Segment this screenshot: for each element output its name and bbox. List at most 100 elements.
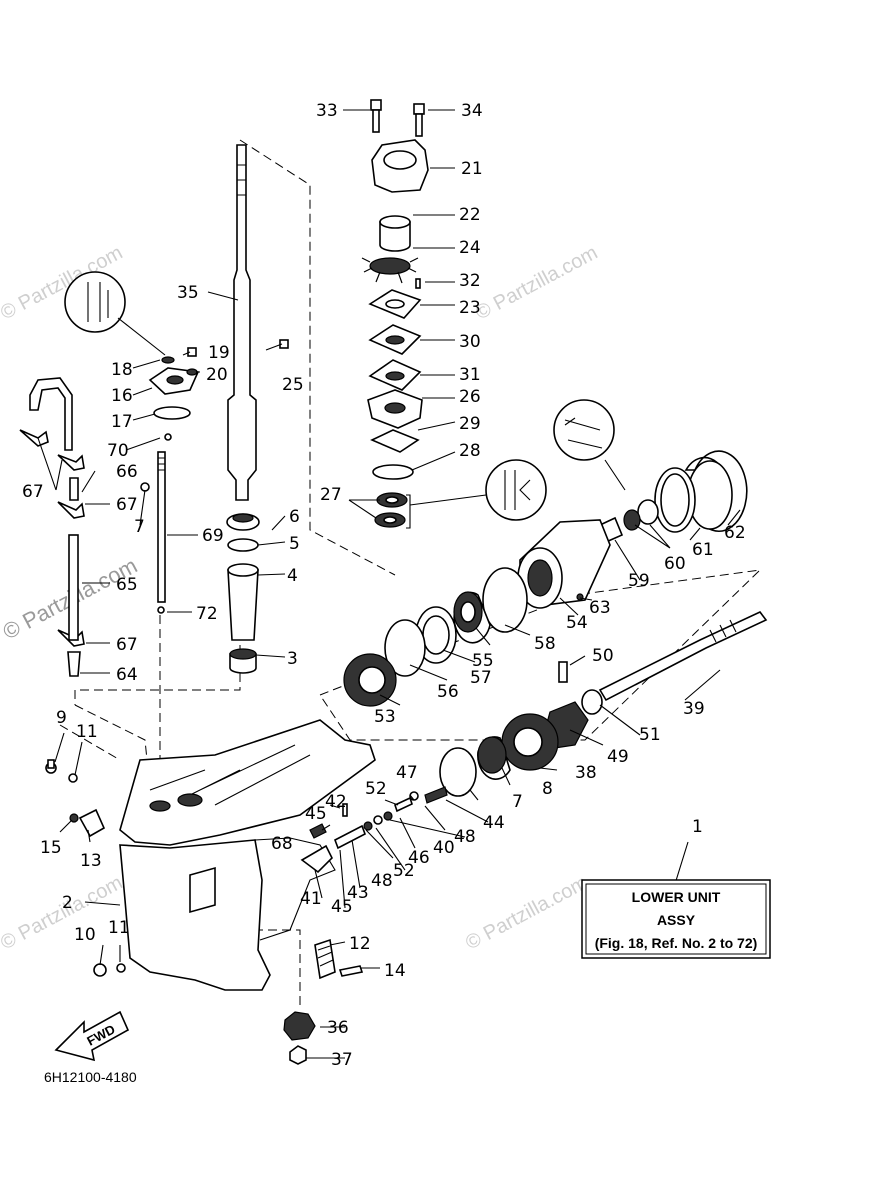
- o-ring-58: [482, 567, 528, 633]
- callout-9: 9: [56, 708, 67, 728]
- callout-53: 53: [374, 707, 396, 727]
- callout-28: 28: [459, 441, 481, 461]
- cross-pin-50: [558, 661, 568, 683]
- circlip-72: [157, 606, 165, 614]
- callout-12: 12: [349, 934, 371, 954]
- callout-10: 10: [74, 925, 96, 945]
- callout-11b: 11: [108, 918, 130, 938]
- screw-14: [338, 965, 364, 977]
- shift-cam-41: [300, 844, 333, 874]
- callout-54: 54: [566, 613, 588, 633]
- impeller-24: [361, 257, 419, 284]
- washer-48a: [383, 811, 393, 821]
- info-box-subtitle: ASSY: [657, 912, 696, 928]
- shift-rod-69: [157, 451, 166, 603]
- gearcase-body: [119, 839, 271, 991]
- watermark-text: © Partzilla.com: [0, 872, 126, 955]
- callout-55: 55: [472, 651, 494, 671]
- clamp-67c: [57, 501, 85, 519]
- callout-52a: 52: [365, 779, 387, 799]
- callout-7: 7: [134, 517, 145, 537]
- forward-arrow: FWD: [54, 1010, 130, 1062]
- callout-68: 68: [271, 834, 293, 854]
- nipple-66: [69, 477, 79, 501]
- shim-5: [227, 538, 259, 552]
- callout-16: 16: [111, 386, 133, 406]
- callout-31: 31: [459, 365, 481, 385]
- o-ring-28: [372, 464, 414, 480]
- lower-unit-assy-box: LOWER UNIT ASSY (Fig. 18, Ref. No. 2 to …: [581, 879, 771, 959]
- callout-56: 56: [437, 682, 459, 702]
- callout-45b: 45: [331, 897, 353, 917]
- callout-34: 34: [461, 101, 483, 121]
- callout-42: 42: [325, 792, 347, 812]
- spring-44: [424, 786, 448, 804]
- callout-40: 40: [433, 838, 455, 858]
- callout-19: 19: [208, 343, 230, 363]
- callout-5: 5: [289, 534, 300, 554]
- callout-6: 6: [289, 507, 300, 527]
- pinion-gear-36: [283, 1011, 316, 1041]
- bolt-19: [187, 347, 197, 357]
- water-inlet-screen-opening: [189, 866, 216, 914]
- callout-48a: 48: [454, 827, 476, 847]
- cooling-hose: [29, 377, 73, 451]
- insert-cartridge-22: [379, 221, 411, 252]
- callout-45a: 45: [305, 804, 327, 824]
- washer-48b: [363, 821, 373, 831]
- callout-67b: 67: [116, 495, 138, 515]
- callout-2: 2: [62, 893, 73, 913]
- callout-43: 43: [347, 883, 369, 903]
- callout-67c: 67: [116, 635, 138, 655]
- callout-69: 69: [202, 526, 224, 546]
- callout-41: 41: [300, 889, 322, 909]
- callout-58: 58: [534, 634, 556, 654]
- callout-67a: 67: [22, 482, 44, 502]
- callout-36: 36: [327, 1018, 349, 1038]
- bolt-34: [413, 103, 425, 115]
- callout-48b: 48: [371, 871, 393, 891]
- gearcase-2: [45, 719, 376, 1065]
- water-pipe-65: [68, 534, 79, 641]
- watermark-text: © Partzilla.com: [462, 872, 591, 955]
- callout-33: 33: [316, 101, 338, 121]
- pin-42: [342, 803, 348, 817]
- shift-rod-43: [334, 824, 366, 850]
- callout-3: 3: [287, 649, 298, 669]
- callout-47: 47: [396, 763, 418, 783]
- callout-64: 64: [116, 665, 138, 685]
- clamp-67a: [19, 429, 49, 447]
- callout-37: 37: [331, 1050, 353, 1070]
- callout-18: 18: [111, 360, 133, 380]
- leader-lines: [37, 109, 741, 1059]
- callout-72: 72: [196, 604, 218, 624]
- diagram-code: 6H12100-4180: [44, 1069, 137, 1085]
- callout-29: 29: [459, 414, 481, 434]
- callout-30: 30: [459, 332, 481, 352]
- grommet-64: [67, 651, 81, 677]
- callout-65: 65: [116, 575, 138, 595]
- key-32: [415, 278, 421, 289]
- drive-shaft-35: [227, 144, 257, 501]
- callout-14: 14: [384, 961, 406, 981]
- clip-18: [161, 356, 175, 364]
- callout-39: 39: [683, 699, 705, 719]
- callout-35: 35: [177, 283, 199, 303]
- callout-38: 38: [575, 763, 597, 783]
- bolt-33: [370, 99, 382, 111]
- detail-bubble-shift: [64, 271, 126, 333]
- pin-63: [576, 593, 584, 601]
- watermark-text: © Partzilla.com: [472, 242, 601, 325]
- callout-20: 20: [206, 365, 228, 385]
- nut-37: [289, 1045, 307, 1065]
- spring-51: [581, 689, 603, 715]
- bolt-10: [93, 963, 107, 977]
- callout-70: 70: [107, 441, 129, 461]
- callout-61: 61: [692, 540, 714, 560]
- circlip-70: [164, 433, 172, 441]
- washer-60a: [637, 499, 659, 525]
- detail-bubble-bearing: [553, 399, 615, 461]
- callout-7b: 7: [512, 792, 523, 812]
- water-inlet-12: [314, 938, 336, 980]
- water-pump-assembly: [361, 99, 429, 528]
